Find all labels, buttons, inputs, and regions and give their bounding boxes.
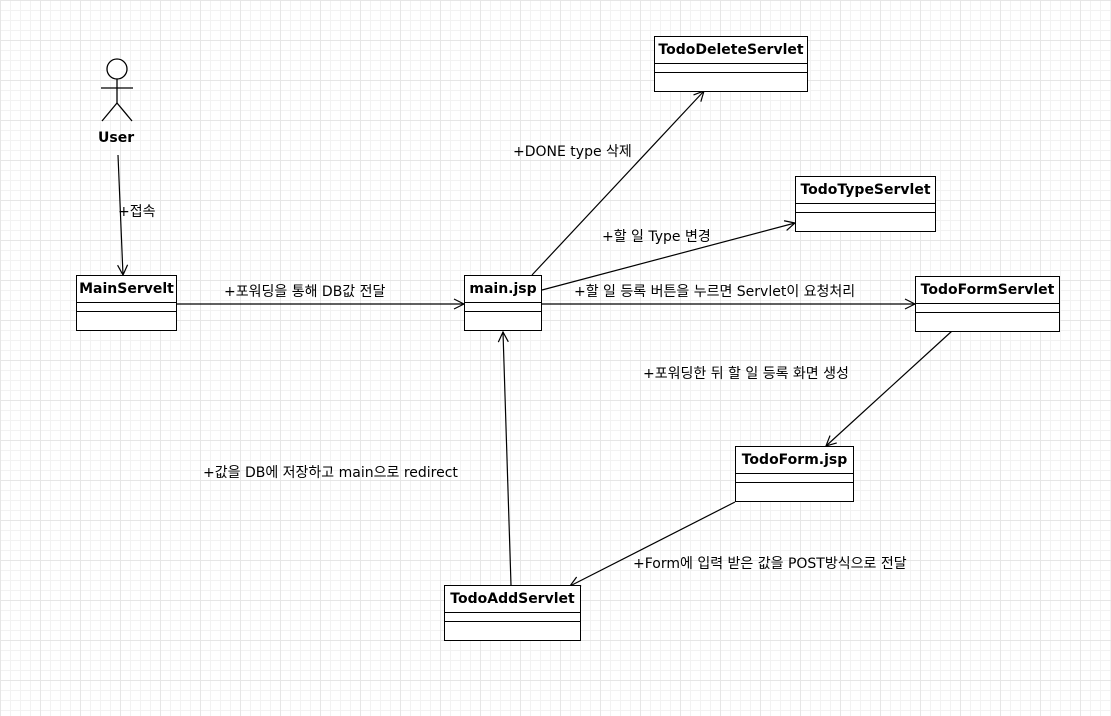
edge-label-register-button: +할 일 등록 버튼을 누르면 Servlet이 요청처리 [574, 284, 856, 300]
class-name: TodoForm.jsp [736, 447, 853, 474]
class-tododeleteservlet[interactable]: TodoDeleteServlet [654, 36, 808, 92]
class-operations [796, 213, 935, 221]
edge-label-done-delete: +DONE type 삭제 [513, 144, 632, 160]
user-actor-icon[interactable] [101, 58, 133, 122]
edge-mainjsp-to-tododeleteservlet[interactable] [531, 91, 704, 276]
edge-label-type-change: +할 일 Type 변경 [602, 229, 711, 245]
class-todoaddservlet[interactable]: TodoAddServlet [444, 585, 581, 641]
class-todoform-jsp[interactable]: TodoForm.jsp [735, 446, 854, 502]
class-name: MainServelt [77, 276, 176, 303]
class-name: TodoFormServlet [916, 277, 1059, 304]
edge-user-to-mainservelt[interactable] [118, 154, 123, 275]
class-operations [736, 483, 853, 491]
class-attributes [445, 613, 580, 622]
class-todoformservlet[interactable]: TodoFormServlet [915, 276, 1060, 332]
edge-label-connect: +접속 [118, 204, 156, 220]
class-name: main.jsp [465, 276, 541, 303]
class-name: TodoAddServlet [445, 586, 580, 613]
class-attributes [796, 204, 935, 213]
class-operations [655, 73, 807, 81]
class-attributes [916, 304, 1059, 313]
class-operations [445, 622, 580, 630]
class-main-jsp[interactable]: main.jsp [464, 275, 542, 331]
edge-mainjsp-to-todotypeservlet[interactable] [541, 223, 795, 291]
edge-label-redirect: +값을 DB에 저장하고 main으로 redirect [203, 465, 458, 481]
edge-todoaddservlet-to-mainjsp[interactable] [503, 332, 512, 586]
class-todotypeservlet[interactable]: TodoTypeServlet [795, 176, 936, 232]
class-mainservelt[interactable]: MainServelt [76, 275, 177, 331]
edge-label-post: +Form에 입력 받은 값을 POST방식으로 전달 [633, 556, 907, 572]
class-attributes [736, 474, 853, 483]
class-operations [77, 312, 176, 320]
edge-label-forward-db: +포워딩을 통해 DB값 전달 [224, 284, 386, 300]
edge-todoformjsp-to-todoaddservlet[interactable] [570, 501, 736, 586]
class-attributes [77, 303, 176, 312]
edge-label-forward-form: +포워딩한 뒤 할 일 등록 화면 생성 [643, 366, 849, 382]
class-attributes [655, 64, 807, 73]
class-name: TodoTypeServlet [796, 177, 935, 204]
class-operations [916, 313, 1059, 321]
class-name: TodoDeleteServlet [655, 37, 807, 64]
class-attributes [465, 303, 541, 312]
actor-name: User [98, 130, 135, 146]
edge-todoformservlet-to-todoformjsp[interactable] [826, 330, 953, 446]
class-operations [465, 312, 541, 320]
